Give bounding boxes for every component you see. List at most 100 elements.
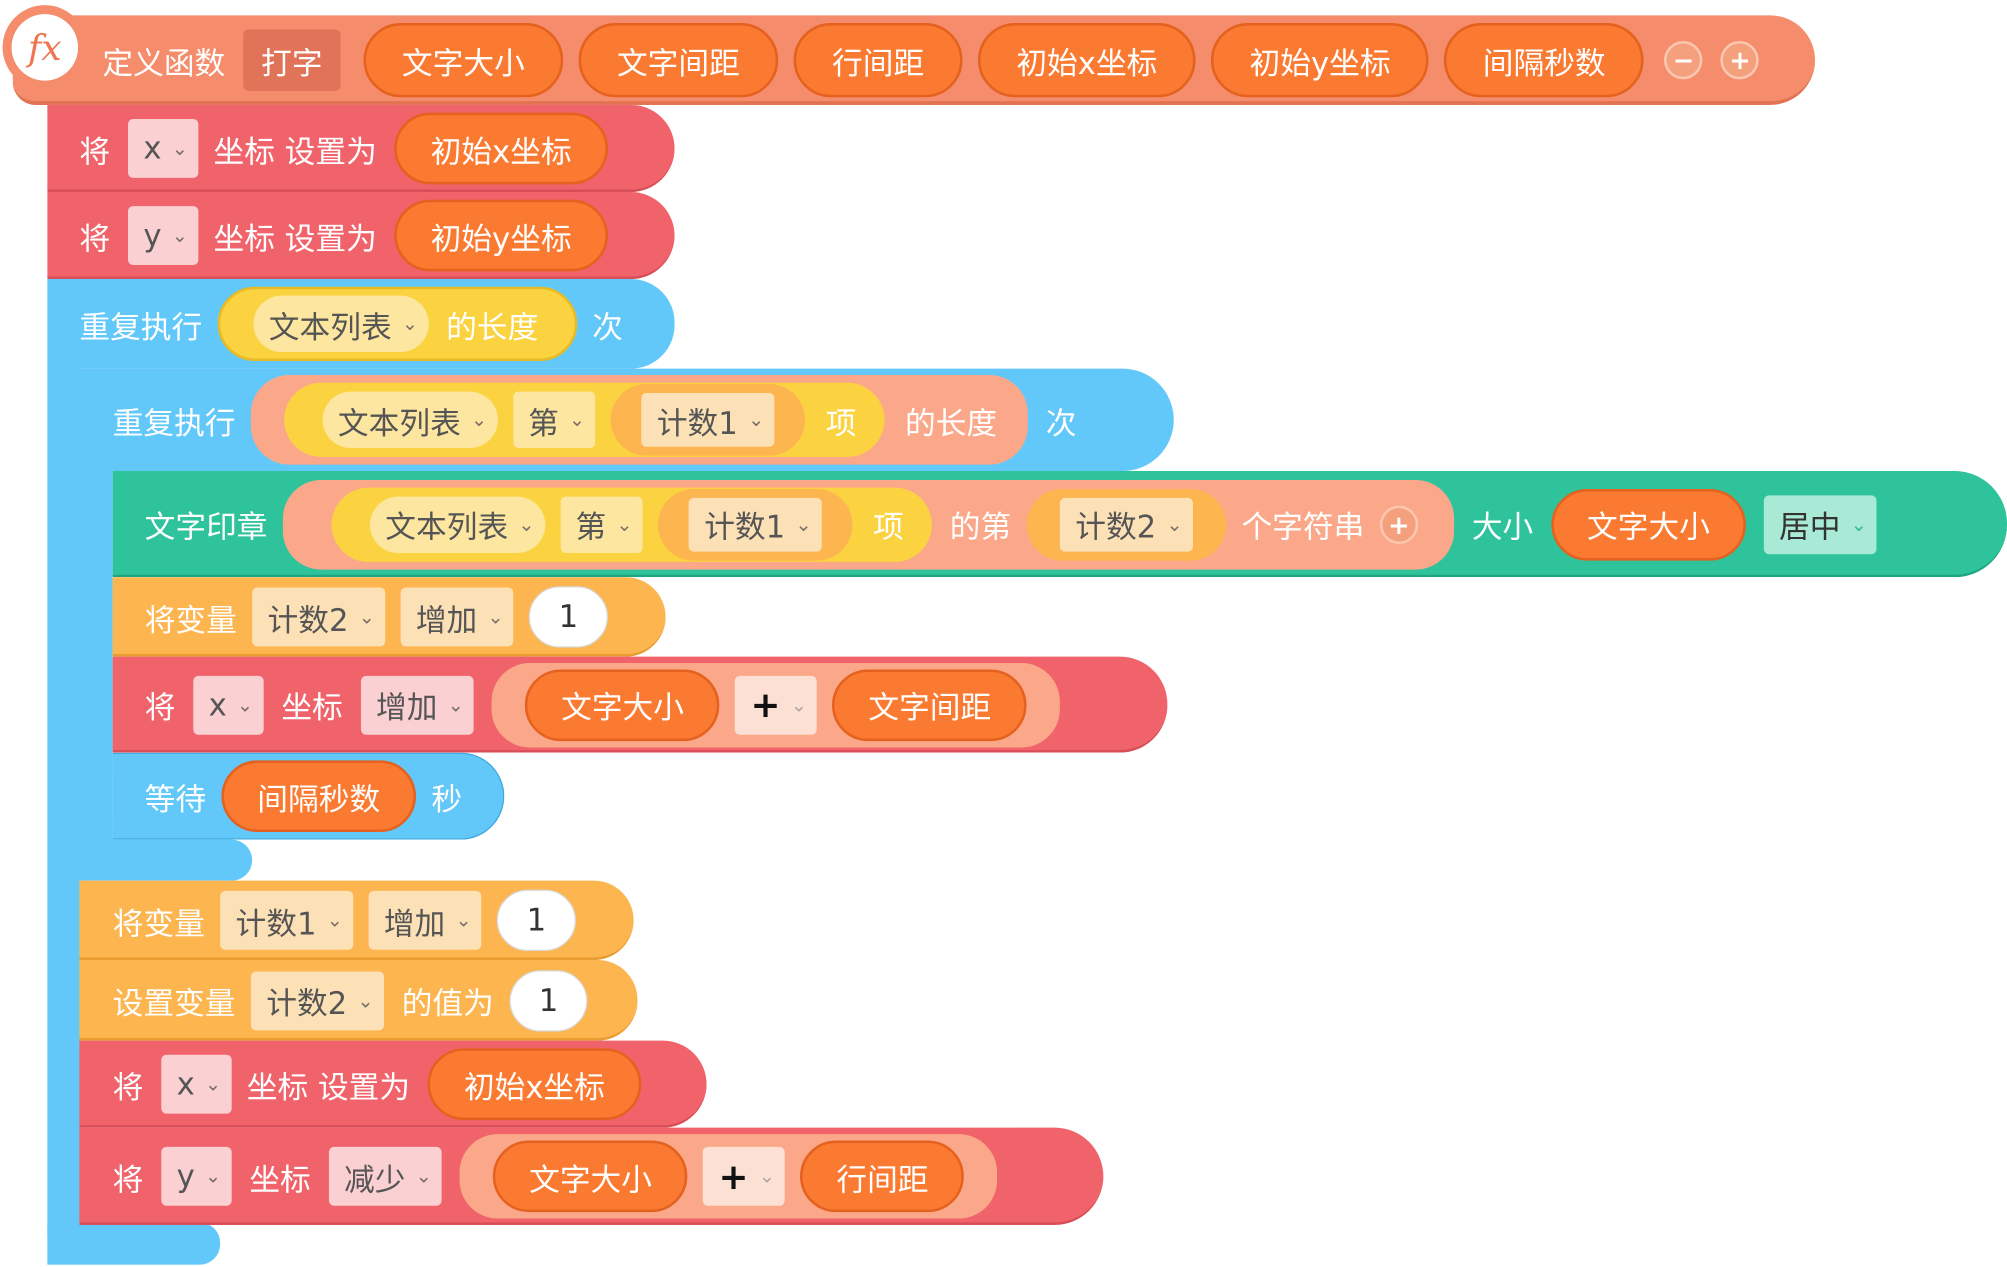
fx-icon: fx bbox=[11, 14, 79, 81]
repeat-inner-foot bbox=[79, 839, 253, 881]
axis-value: x bbox=[143, 130, 162, 167]
operation-dropdown[interactable]: 增加⌄ bbox=[360, 675, 475, 735]
variable-dropdown[interactable]: 计数1⌄ bbox=[688, 497, 822, 552]
index-mode-dropdown[interactable]: 第⌄ bbox=[560, 496, 643, 553]
operator-value: + bbox=[750, 683, 781, 726]
init-y-reporter[interactable]: 初始y坐标 bbox=[394, 199, 608, 272]
param-label: 初始y坐标 bbox=[1249, 45, 1391, 82]
list-dropdown[interactable]: 文本列表⌄ bbox=[253, 295, 429, 352]
text-size-reporter[interactable]: 文字大小 bbox=[1551, 488, 1746, 560]
index-mode: 第 bbox=[528, 405, 559, 441]
align-dropdown[interactable]: 居中⌄ bbox=[1763, 494, 1878, 554]
add-operator-reporter[interactable]: 文字大小 +⌄ 文字间距 bbox=[491, 662, 1061, 747]
operation-dropdown[interactable]: 增加⌄ bbox=[400, 587, 514, 647]
init-x-reporter[interactable]: 初始x坐标 bbox=[428, 1048, 641, 1120]
chevron-down-icon: ⌄ bbox=[455, 908, 472, 932]
add-param-button[interactable]: + bbox=[1720, 40, 1760, 80]
chevron-down-icon: ⌄ bbox=[795, 512, 812, 536]
param-interval-seconds[interactable]: 间隔秒数 bbox=[1444, 23, 1645, 98]
text-size-reporter[interactable]: 文字大小 bbox=[493, 1140, 688, 1213]
operation-dropdown[interactable]: 减少⌄ bbox=[328, 1146, 443, 1206]
variable-dropdown[interactable]: 计数2⌄ bbox=[1059, 497, 1193, 552]
operation-value: 减少 bbox=[344, 1161, 406, 1198]
operation-value: 增加 bbox=[376, 689, 438, 726]
repeat-outer-row: 重复执行 文本列表⌄ 的长度 次 bbox=[79, 279, 623, 369]
list-length-reporter[interactable]: 文本列表⌄ 的长度 bbox=[217, 286, 577, 361]
chevron-down-icon: ⌄ bbox=[401, 312, 419, 336]
plus-icon: + bbox=[1729, 44, 1751, 76]
set-x-row: 将 x⌄ 坐标 设置为 初始x坐标 bbox=[113, 1041, 641, 1128]
variable-dropdown[interactable]: 计数1⌄ bbox=[220, 890, 354, 950]
align-value: 居中 bbox=[1779, 509, 1841, 546]
number-input[interactable]: 1 bbox=[497, 889, 576, 952]
operator-dropdown[interactable]: +⌄ bbox=[735, 675, 818, 735]
variable-name: 计数2 bbox=[1075, 509, 1157, 546]
block-text: 坐标 bbox=[249, 1161, 311, 1198]
interval-seconds-reporter[interactable]: 间隔秒数 bbox=[221, 760, 416, 832]
block-text: 的长度 bbox=[904, 405, 998, 441]
number-input[interactable]: 1 bbox=[529, 586, 608, 648]
item-length-reporter[interactable]: 文本列表⌄ 第⌄ 计数1⌄ 项 的长度 bbox=[250, 375, 1028, 465]
operation-value: 增加 bbox=[383, 905, 446, 942]
char-of-item-reporter[interactable]: 文本列表⌄ 第⌄ 计数1⌄ 项 的第 计数2⌄ 个字符串 + bbox=[282, 479, 1454, 569]
variable-dropdown[interactable]: 计数1⌄ bbox=[641, 392, 775, 447]
block-text: 大小 bbox=[1471, 509, 1534, 546]
param-text-size[interactable]: 文字大小 bbox=[363, 23, 564, 98]
block-text: 项 bbox=[872, 509, 904, 546]
repeat-outer-arm bbox=[47, 366, 81, 1237]
init-x-reporter[interactable]: 初始x坐标 bbox=[394, 112, 608, 185]
axis-dropdown[interactable]: x⌄ bbox=[161, 1054, 232, 1114]
chevron-down-icon: ⌄ bbox=[487, 605, 504, 629]
text-size-reporter[interactable]: 文字大小 bbox=[525, 668, 720, 741]
repeat-inner-row: 重复执行 文本列表⌄ 第⌄ 计数1⌄ 项 的长度 次 bbox=[113, 369, 1077, 471]
axis-dropdown[interactable]: x⌄ bbox=[128, 119, 199, 178]
axis-dropdown[interactable]: y⌄ bbox=[161, 1146, 232, 1206]
operation-dropdown[interactable]: 增加 ⌄ bbox=[368, 890, 482, 950]
axis-dropdown[interactable]: y⌄ bbox=[128, 206, 199, 265]
function-name: 打字 bbox=[261, 45, 323, 82]
axis-dropdown[interactable]: x⌄ bbox=[193, 675, 264, 735]
number-input[interactable]: 1 bbox=[509, 969, 588, 1032]
remove-param-button[interactable]: − bbox=[1664, 40, 1703, 80]
line-spacing-reporter[interactable]: 行间距 bbox=[800, 1140, 965, 1213]
count1-reporter[interactable]: 计数1⌄ bbox=[658, 488, 853, 560]
operator-value: + bbox=[718, 1155, 749, 1198]
set-x-row: 将 x⌄ 坐标 设置为 初始x坐标 bbox=[79, 105, 608, 192]
block-text: 坐标 设置为 bbox=[246, 1069, 411, 1106]
function-name-field[interactable]: 打字 bbox=[243, 29, 341, 91]
chevron-down-icon: ⌄ bbox=[357, 988, 374, 1012]
block-text: 将 bbox=[79, 133, 111, 170]
operator-dropdown[interactable]: +⌄ bbox=[703, 1146, 786, 1206]
param-letter-spacing[interactable]: 文字间距 bbox=[578, 23, 779, 98]
variable-name: 计数1 bbox=[235, 905, 317, 942]
set-y-row: 将 y⌄ 坐标 设置为 初始y坐标 bbox=[79, 192, 608, 279]
chevron-down-icon: ⌄ bbox=[358, 605, 375, 629]
change-count2-row: 将变量 计数2⌄ 增加⌄ 1 bbox=[145, 577, 608, 656]
count1-reporter[interactable]: 计数1⌄ bbox=[610, 384, 806, 456]
variable-dropdown[interactable]: 计数2⌄ bbox=[250, 970, 384, 1030]
add-argument-button[interactable]: + bbox=[1379, 504, 1419, 544]
list-dropdown[interactable]: 文本列表⌄ bbox=[369, 496, 545, 553]
fx-icon-glyph: fx bbox=[28, 26, 62, 69]
list-item-reporter[interactable]: 文本列表⌄ 第⌄ 计数1⌄ 项 bbox=[331, 487, 932, 562]
list-item-reporter[interactable]: 文本列表⌄ 第⌄ 计数1⌄ 项 bbox=[284, 382, 885, 457]
list-dropdown[interactable]: 文本列表⌄ bbox=[322, 391, 498, 448]
param-init-x[interactable]: 初始x坐标 bbox=[977, 23, 1196, 98]
block-label: 文字印章 bbox=[144, 509, 268, 546]
block-text: 项 bbox=[825, 405, 857, 441]
index-mode-dropdown[interactable]: 第⌄ bbox=[512, 391, 596, 448]
param-line-spacing[interactable]: 行间距 bbox=[793, 23, 963, 98]
number-value: 1 bbox=[538, 982, 559, 1019]
variable-dropdown[interactable]: 计数2⌄ bbox=[252, 587, 386, 647]
block-text: 的长度 bbox=[446, 309, 539, 345]
param-label: 间隔秒数 bbox=[1482, 45, 1606, 82]
letter-spacing-reporter[interactable]: 文字间距 bbox=[832, 668, 1028, 741]
text-stamp-row: 文字印章 文本列表⌄ 第⌄ 计数1⌄ 项 的第 计数2⌄ 个字符串 bbox=[144, 471, 1878, 577]
block-text: 的第 bbox=[949, 509, 1012, 546]
param-init-y[interactable]: 初始y坐标 bbox=[1211, 23, 1429, 98]
axis-value: x bbox=[208, 686, 227, 723]
minus-icon: − bbox=[1672, 44, 1695, 76]
add-operator-reporter[interactable]: 文字大小 +⌄ 行间距 bbox=[459, 1134, 998, 1219]
count2-reporter[interactable]: 计数2⌄ bbox=[1026, 488, 1227, 560]
